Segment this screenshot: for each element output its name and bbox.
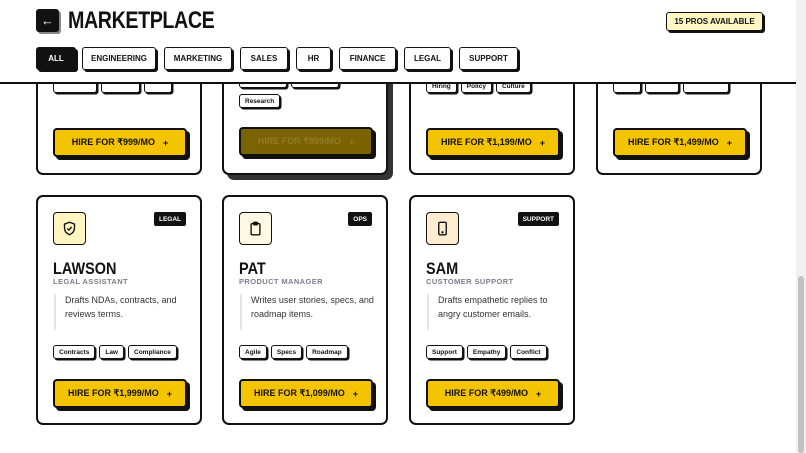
category-badge: SUPPORT [517, 212, 559, 226]
tab-support[interactable]: SUPPORT [459, 47, 518, 70]
hire-button[interactable]: HIRE FOR ₹999/MO + [53, 128, 187, 157]
hire-label: HIRE FOR ₹1,499/MO [627, 137, 719, 147]
hire-label: HIRE FOR ₹499/MO [444, 388, 528, 398]
pro-role: CUSTOMER SUPPORT [426, 277, 514, 286]
pro-card-lawson: LEGAL LAWSON LEGAL ASSISTANT Drafts NDAs… [36, 195, 202, 425]
phone-icon [426, 212, 459, 245]
hire-button[interactable]: HIRE FOR ₹899/MO + [239, 127, 373, 156]
tab-sales[interactable]: SALES [240, 47, 288, 70]
tag: Support [426, 345, 463, 359]
tag: Law [99, 345, 124, 359]
page-title: MARKETPLACE [68, 7, 215, 34]
plus-icon: + [162, 137, 169, 148]
hire-button[interactable]: HIRE FOR ₹499/MO + [426, 379, 560, 408]
plus-icon: + [166, 388, 172, 399]
plus-icon: + [726, 137, 732, 148]
pro-role: PRODUCT MANAGER [239, 277, 323, 286]
shield-check-icon [53, 212, 86, 245]
tab-marketing[interactable]: MARKETING [164, 47, 232, 70]
hire-label: HIRE FOR ₹899/MO [257, 136, 341, 146]
clipboard-icon [239, 212, 272, 245]
scrollbar-track[interactable] [796, 0, 806, 453]
tag-list: Research [239, 94, 281, 108]
plus-icon: + [348, 136, 355, 147]
pro-name: PAT [239, 259, 266, 278]
arrow-left-icon: ← [41, 13, 54, 28]
tab-hr[interactable]: HR [296, 47, 331, 70]
tag-list: Support Empathy Conflict [426, 345, 547, 359]
pro-role: LEGAL ASSISTANT [53, 277, 129, 286]
pro-name: SAM [426, 259, 459, 278]
back-button[interactable]: ← [36, 9, 59, 32]
available-badge: 15 PROS AVAILABLE [666, 12, 763, 31]
tab-legal[interactable]: LEGAL [404, 47, 451, 70]
tag: Empathy [466, 345, 507, 359]
tag: Research [239, 94, 281, 108]
hire-button[interactable]: HIRE FOR ₹1,499/MO + [613, 128, 747, 157]
hire-button[interactable]: HIRE FOR ₹1,199/MO + [426, 128, 560, 157]
header: ← MARKETPLACE 15 PROS AVAILABLE ALL ENGI… [0, 0, 796, 84]
category-badge: LEGAL [153, 212, 186, 226]
tag: Agile [239, 345, 267, 359]
plus-icon: + [539, 137, 545, 148]
tag: Contracts [53, 345, 96, 359]
category-badge: OPS [348, 212, 372, 226]
hire-label: HIRE FOR ₹1,199/MO [440, 137, 532, 147]
tag-list: Contracts Law Compliance [53, 345, 177, 359]
hire-label: HIRE FOR ₹1,999/MO [67, 388, 159, 398]
pro-description: Writes user stories, specs, and roadmap … [240, 294, 375, 330]
tag: Roadmap [306, 345, 348, 359]
tag-list: Agile Specs Roadmap [239, 345, 348, 359]
pro-description: Drafts NDAs, contracts, and reviews term… [54, 294, 189, 330]
pro-description: Drafts empathetic replies to angry custo… [427, 294, 562, 330]
plus-icon: + [352, 388, 358, 399]
hire-button[interactable]: HIRE FOR ₹1,099/MO + [239, 379, 373, 408]
tag: Compliance [128, 345, 177, 359]
hire-label: HIRE FOR ₹999/MO [71, 137, 155, 147]
pro-card-sam: SUPPORT SAM CUSTOMER SUPPORT Drafts empa… [409, 195, 575, 425]
hire-label: HIRE FOR ₹1,099/MO [253, 388, 345, 398]
pro-card-pat: OPS PAT PRODUCT MANAGER Writes user stor… [222, 195, 388, 425]
tag: Specs [270, 345, 303, 359]
hire-button[interactable]: HIRE FOR ₹1,999/MO + [53, 379, 187, 408]
tab-all[interactable]: ALL [36, 47, 76, 70]
pro-name: LAWSON [53, 259, 117, 278]
scrollbar-thumb[interactable] [798, 276, 804, 453]
tag: Conflict [510, 345, 547, 359]
plus-icon: + [535, 388, 542, 399]
tab-finance[interactable]: FINANCE [339, 47, 396, 70]
tab-engineering[interactable]: ENGINEERING [82, 47, 156, 70]
